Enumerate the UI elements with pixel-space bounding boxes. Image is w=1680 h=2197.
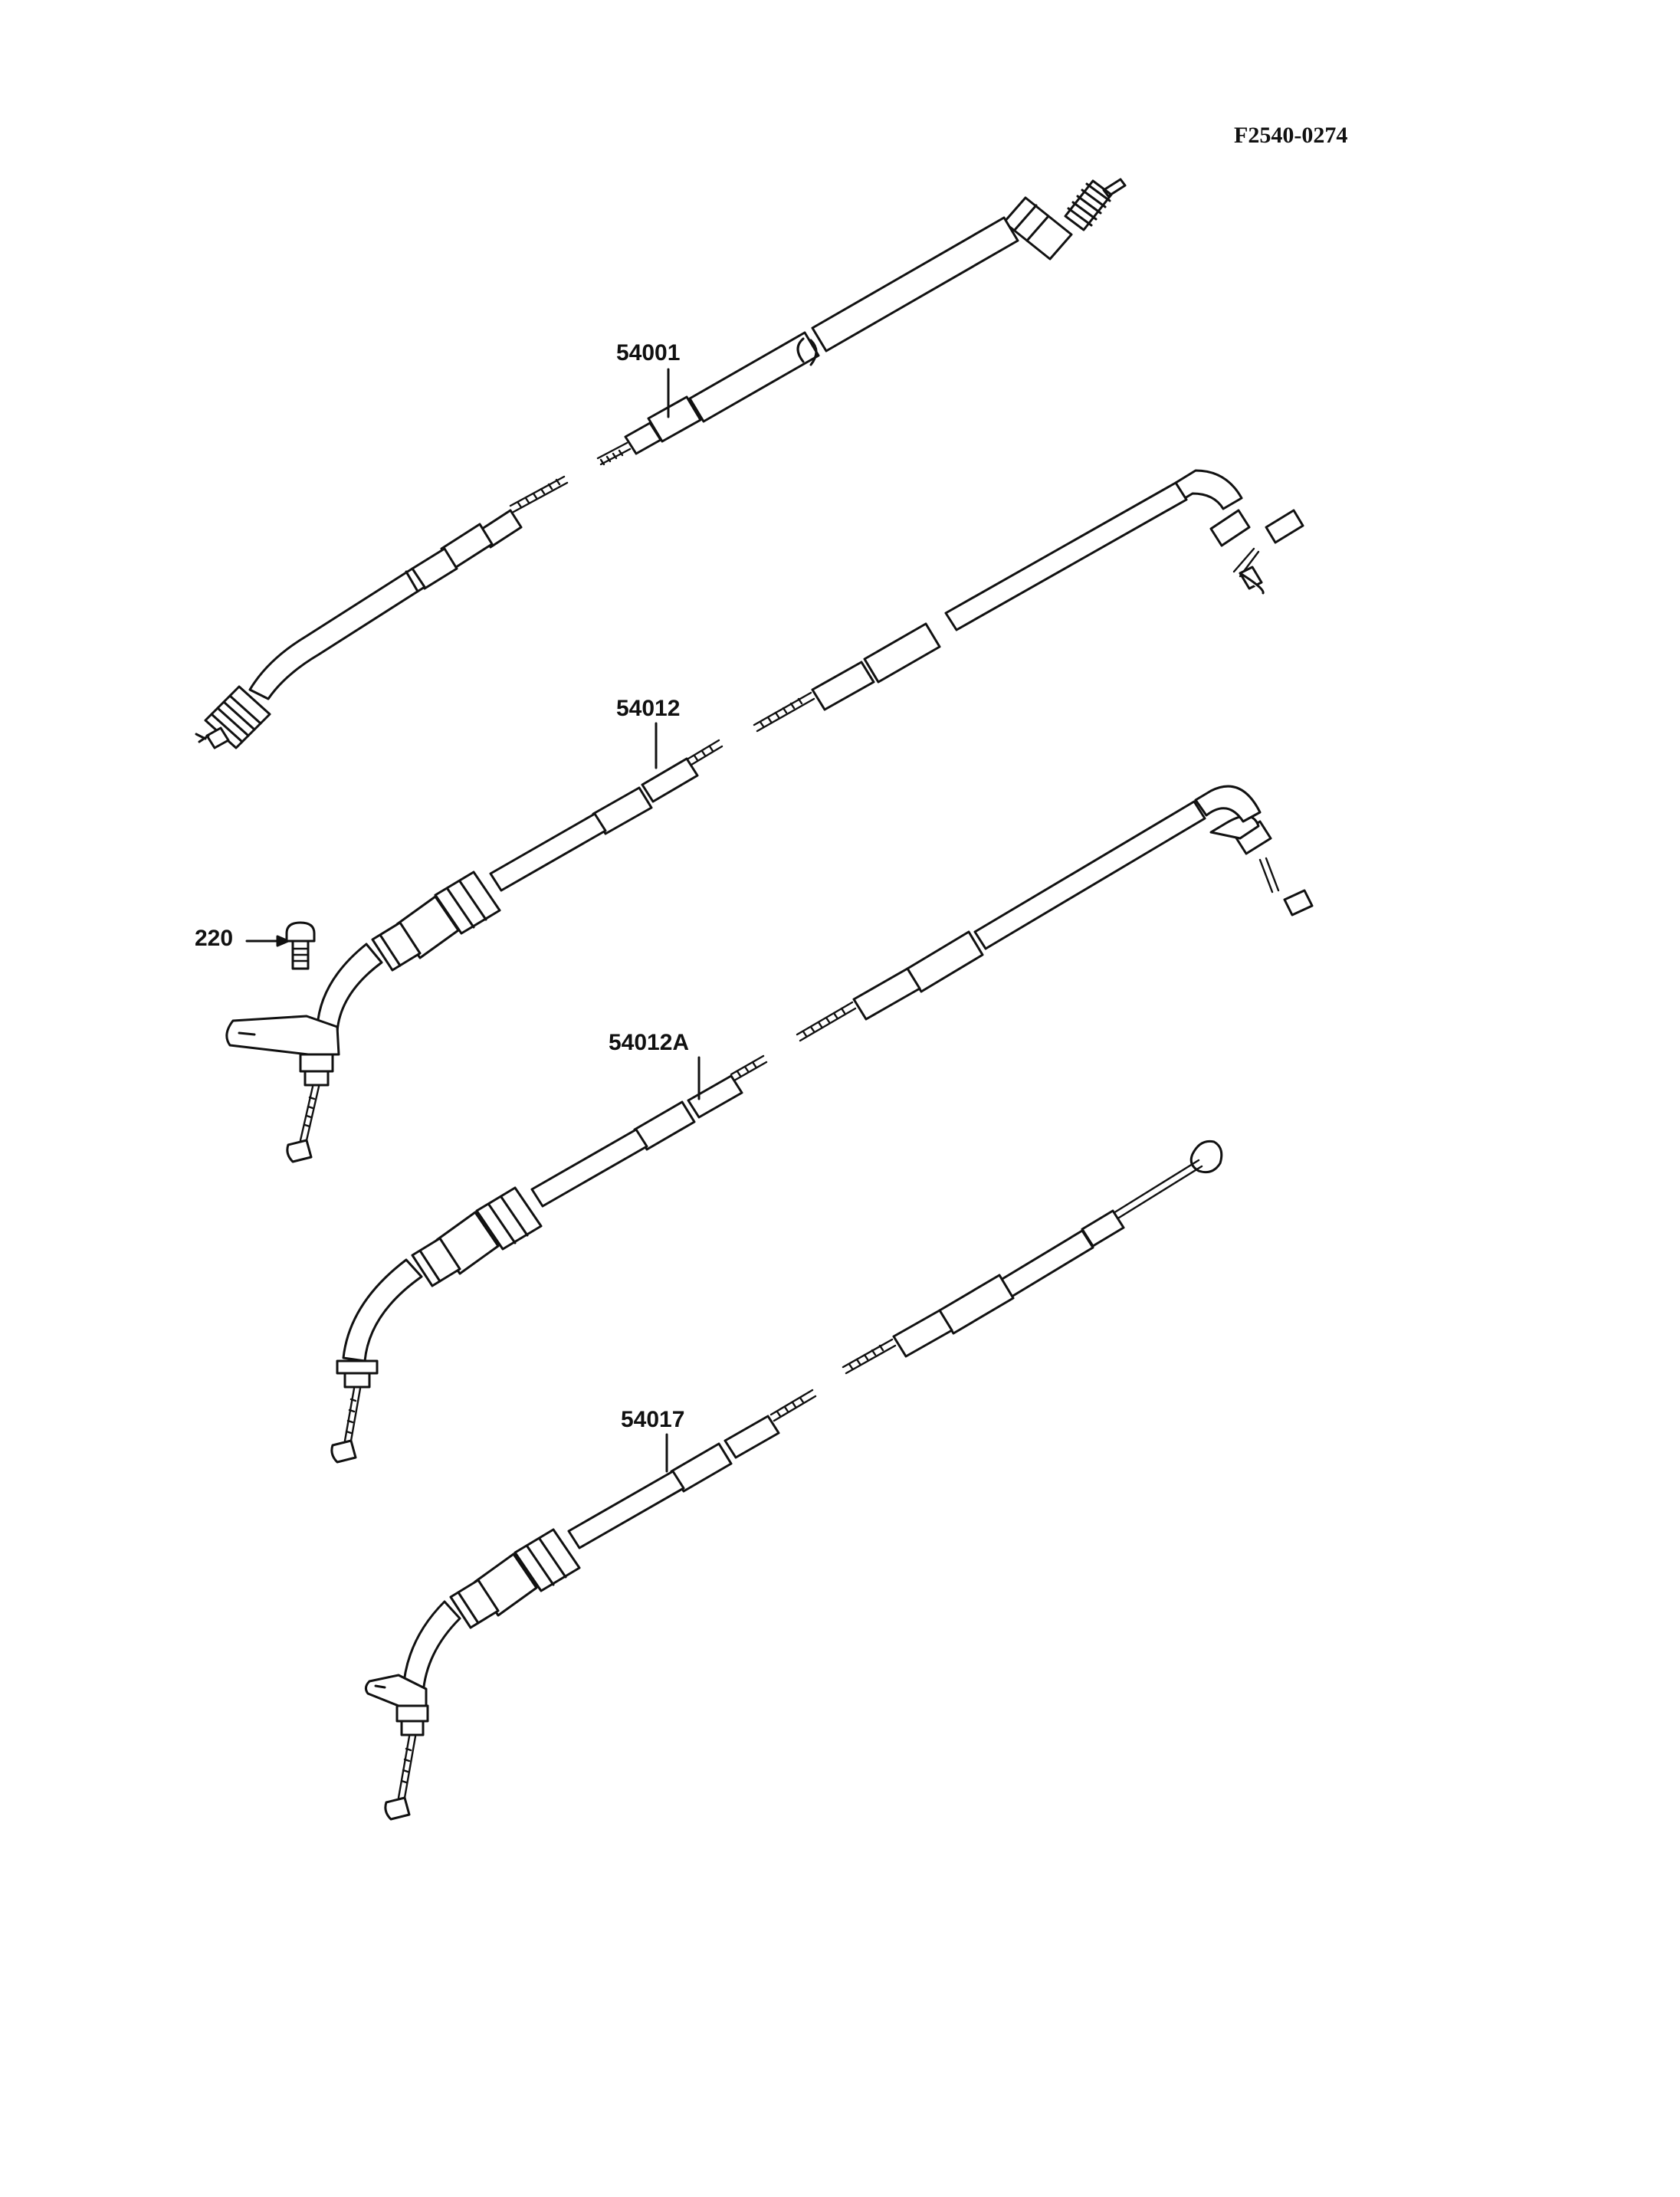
- throttle-cable-opening-icon[interactable]: 54012: [225, 469, 1304, 1163]
- speedometer-cable-icon[interactable]: 54001: [195, 178, 1127, 749]
- throttle-cable-closing-icon[interactable]: 54012A: [330, 785, 1314, 1464]
- part-label-54001: 54001: [616, 340, 680, 366]
- screw-icon[interactable]: 220: [195, 921, 316, 970]
- figure-code: F2540-0274: [1234, 123, 1347, 148]
- part-label-220: 220: [195, 926, 233, 951]
- part-label-54017: 54017: [621, 1407, 684, 1432]
- part-label-54012: 54012: [616, 696, 680, 721]
- choke-cable-icon[interactable]: 54017: [364, 1139, 1223, 1821]
- part-label-54012A: 54012A: [609, 1030, 689, 1055]
